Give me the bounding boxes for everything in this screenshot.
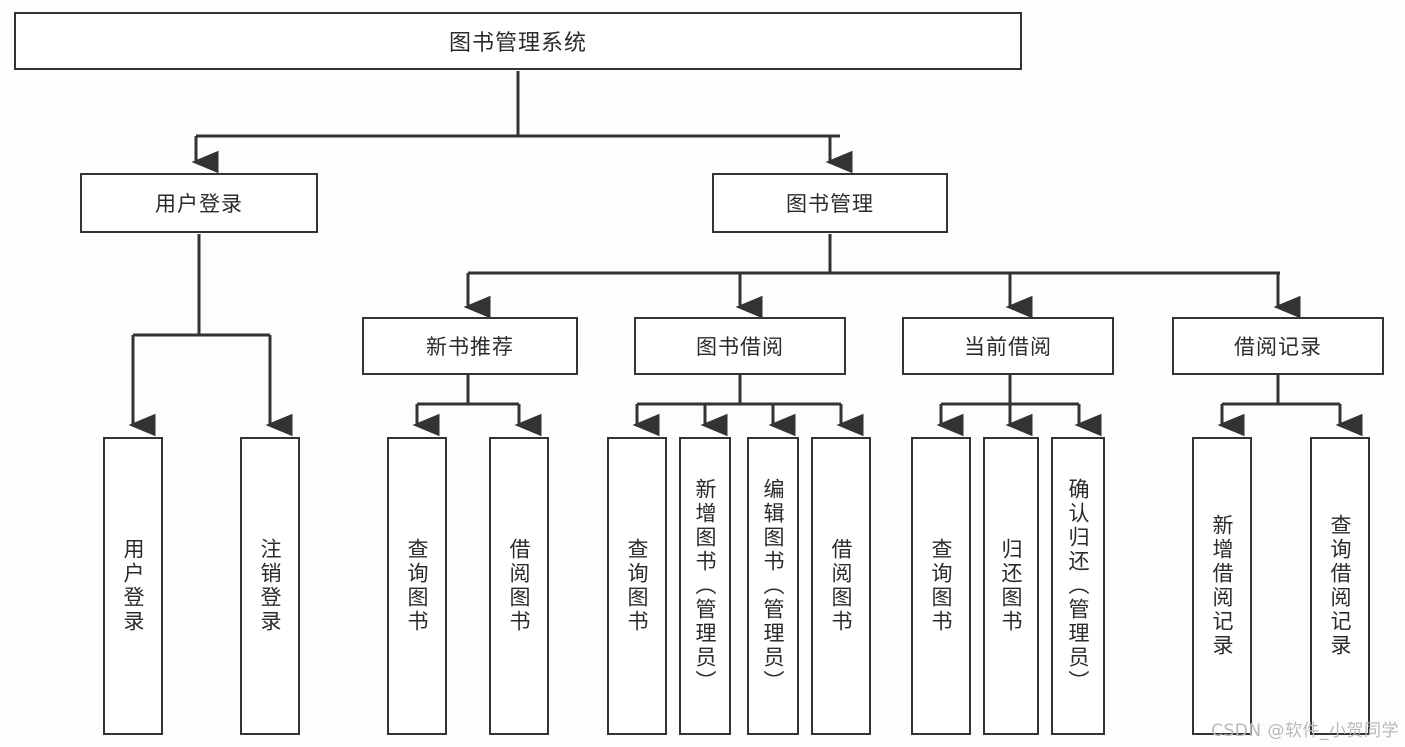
- node-label: 编辑图书（管理员）: [761, 478, 786, 694]
- leaf-query-borrow-record[interactable]: 查询借阅记录: [1310, 437, 1370, 735]
- node-label: 归还图书: [999, 538, 1024, 634]
- node-label: 查询图书: [929, 538, 954, 634]
- leaf-query-book-borrow[interactable]: 查询图书: [607, 437, 667, 735]
- node-label: 借阅图书: [829, 538, 854, 634]
- node-label: 借阅记录: [1234, 335, 1322, 359]
- leaf-user-login[interactable]: 用户登录: [103, 437, 163, 735]
- node-new-book-recommend[interactable]: 新书推荐: [362, 317, 578, 375]
- leaf-query-book-recommend[interactable]: 查询图书: [387, 437, 447, 735]
- leaf-borrow-book-recommend[interactable]: 借阅图书: [489, 437, 549, 735]
- leaf-add-book-admin[interactable]: 新增图书（管理员）: [679, 437, 731, 735]
- node-book-management[interactable]: 图书管理: [712, 173, 948, 233]
- leaf-query-book-current[interactable]: 查询图书: [911, 437, 971, 735]
- node-label: 用户登录: [121, 538, 146, 634]
- node-borrow-record[interactable]: 借阅记录: [1172, 317, 1384, 375]
- node-label: 注销登录: [258, 538, 283, 634]
- node-label: 查询图书: [625, 538, 650, 634]
- csdn-watermark: CSDN @软件_小贺同学: [1211, 721, 1399, 741]
- node-label: 用户登录: [155, 192, 243, 216]
- node-current-borrow[interactable]: 当前借阅: [902, 317, 1114, 375]
- node-label: 图书管理: [786, 192, 874, 216]
- node-label: 借阅图书: [507, 538, 532, 634]
- leaf-return-book[interactable]: 归还图书: [983, 437, 1039, 735]
- node-label: 图书借阅: [696, 335, 784, 359]
- node-user-login[interactable]: 用户登录: [80, 173, 318, 233]
- leaf-logout-login[interactable]: 注销登录: [240, 437, 300, 735]
- leaf-edit-book-admin[interactable]: 编辑图书（管理员）: [747, 437, 799, 735]
- node-label: 查询图书: [405, 538, 430, 634]
- node-root-book-management-system[interactable]: 图书管理系统: [14, 12, 1022, 70]
- node-label: 当前借阅: [964, 335, 1052, 359]
- node-label: 查询借阅记录: [1328, 514, 1353, 658]
- leaf-add-borrow-record[interactable]: 新增借阅记录: [1192, 437, 1252, 735]
- node-label: 图书管理系统: [448, 31, 587, 56]
- node-label: 确认归还（管理员）: [1066, 478, 1091, 694]
- node-label: 新增图书（管理员）: [693, 478, 718, 694]
- leaf-confirm-return-admin[interactable]: 确认归还（管理员）: [1051, 437, 1105, 735]
- node-book-borrow[interactable]: 图书借阅: [634, 317, 846, 375]
- node-label: 新增借阅记录: [1210, 514, 1235, 658]
- node-label: 新书推荐: [426, 335, 514, 359]
- leaf-borrow-book[interactable]: 借阅图书: [811, 437, 871, 735]
